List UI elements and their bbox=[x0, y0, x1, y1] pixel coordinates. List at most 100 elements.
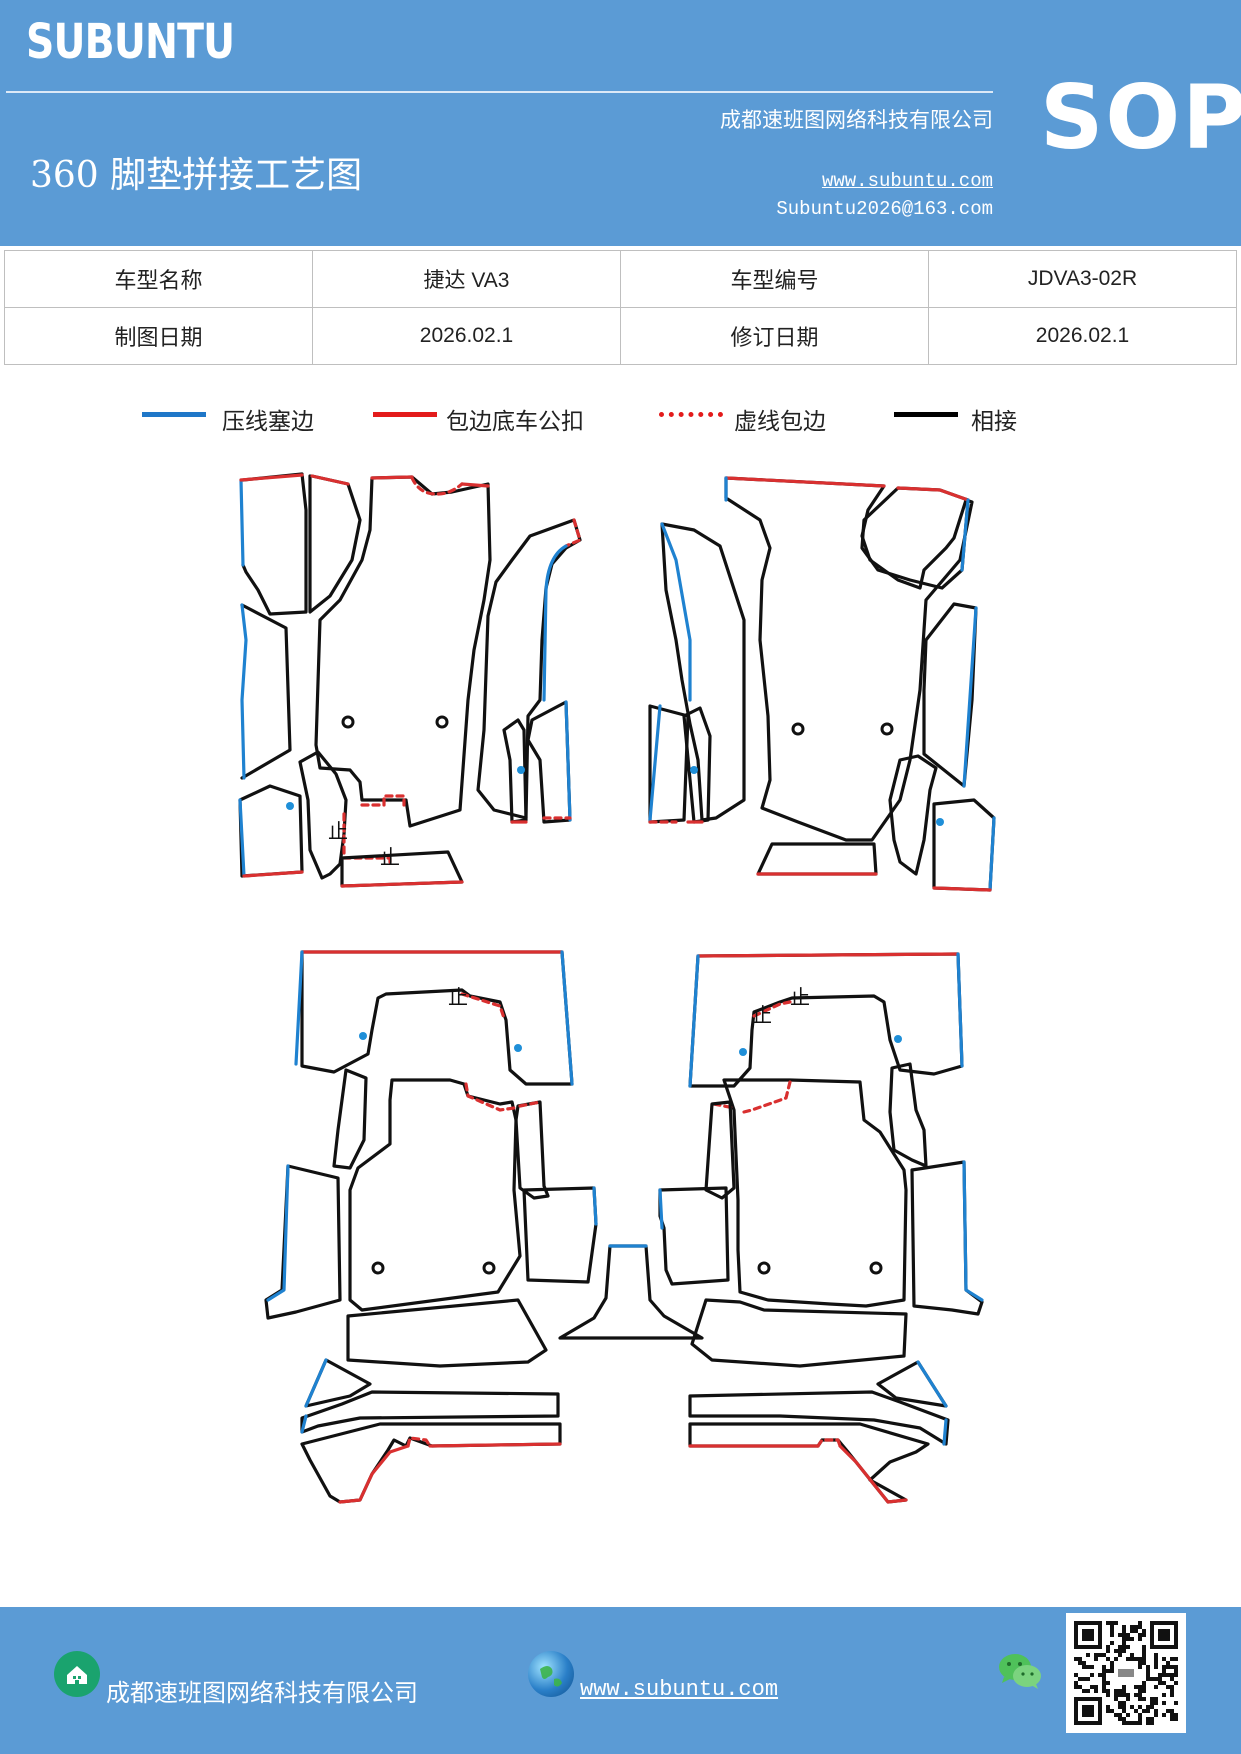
mat-piece bbox=[888, 1062, 928, 1168]
legend: 压线塞边 包边底车公扣 虚线包边 相接 bbox=[0, 400, 1241, 440]
mat-piece bbox=[648, 704, 690, 824]
mat-edge-blue bbox=[238, 798, 246, 878]
mat-piece bbox=[240, 603, 292, 780]
mat-piece bbox=[658, 1186, 730, 1286]
mat-piece bbox=[688, 1422, 930, 1504]
mat-edge-red bbox=[896, 486, 970, 502]
mat-piece bbox=[332, 1068, 368, 1170]
mat-edge-blue bbox=[294, 950, 304, 1066]
mat-edge-blue bbox=[688, 954, 700, 1088]
mat-edge-red bbox=[838, 1444, 908, 1504]
clip-dot bbox=[514, 1044, 522, 1052]
mat-edge-red bbox=[428, 1442, 562, 1448]
clip-dot bbox=[286, 802, 294, 810]
mat-edge-red bbox=[724, 476, 886, 488]
mat-edge-blue bbox=[962, 1160, 984, 1302]
legend-label: 相接 bbox=[971, 409, 1017, 435]
mat-piece bbox=[340, 850, 464, 888]
mat-piece bbox=[238, 784, 304, 878]
mat-piece bbox=[932, 798, 996, 892]
mat-piece bbox=[724, 476, 974, 842]
mat-edge-blue bbox=[560, 950, 574, 1086]
mat-edge-red-dotted bbox=[460, 992, 506, 1020]
stop-mark: 止 bbox=[752, 1003, 772, 1027]
footer-company-name: 成都速班图网络科技有限公司 bbox=[106, 1679, 418, 1707]
mat-piece bbox=[476, 518, 582, 820]
header-divider bbox=[6, 91, 993, 93]
mat-edge-blue bbox=[266, 1164, 290, 1302]
mat-edge-red bbox=[242, 870, 304, 878]
footer-website-link[interactable]: www.subuntu.com bbox=[580, 1677, 779, 1702]
mat-edge-blue bbox=[988, 816, 996, 892]
email-address: Subuntu2026@163.com bbox=[776, 198, 993, 220]
mat-edge-red-dotted bbox=[360, 794, 406, 807]
mat-piece bbox=[241, 472, 308, 616]
mat-edge-blue bbox=[239, 478, 245, 567]
hole-marker bbox=[791, 722, 805, 736]
clip-dot bbox=[517, 766, 525, 774]
model-code-label: 车型编号 bbox=[620, 250, 929, 308]
mat-edge-blue bbox=[962, 606, 978, 788]
draw-date-value: 2026.02.1 bbox=[312, 307, 621, 365]
mat-piece bbox=[522, 1186, 598, 1284]
mat-piece bbox=[526, 700, 572, 824]
mat-edge-blue bbox=[660, 522, 692, 702]
footer-banner: 成都速班图网络科技有限公司 www.subuntu.com bbox=[0, 1607, 1241, 1754]
model-name-label: 车型名称 bbox=[4, 250, 313, 308]
mat-edge-red bbox=[239, 473, 304, 482]
page-title: 360 脚垫拼接工艺图 bbox=[30, 155, 363, 196]
mat-piece bbox=[682, 706, 712, 824]
mat-piece bbox=[558, 1244, 704, 1340]
mat-piece bbox=[514, 1100, 550, 1200]
legend-black-line bbox=[894, 412, 958, 417]
legend-red-line bbox=[373, 412, 437, 417]
hole-marker bbox=[757, 1261, 771, 1275]
rear-left-mat-group: 止 bbox=[264, 950, 598, 1504]
mat-edge-blue bbox=[658, 1188, 664, 1230]
mat-edge-red-dotted bbox=[564, 518, 582, 548]
mat-edge-blue bbox=[592, 1186, 598, 1226]
model-code-value: JDVA3-02R bbox=[928, 250, 1237, 308]
mat-piece bbox=[308, 474, 362, 614]
clip-dot bbox=[739, 1048, 747, 1056]
wechat-icon[interactable] bbox=[996, 1651, 1044, 1693]
revision-date-label: 修订日期 bbox=[620, 307, 929, 365]
clip-dot bbox=[936, 818, 944, 826]
header-banner: SUBUNTU 成都速班图网络科技有限公司 360 脚垫拼接工艺图 www.su… bbox=[0, 0, 1241, 246]
rear-right-mat-group: 止 止 bbox=[658, 952, 984, 1504]
mat-edge-blue bbox=[956, 952, 964, 1068]
mat-edge-red bbox=[696, 952, 960, 958]
floor-mat-diagram: 止 止 止 bbox=[238, 472, 996, 1504]
mat-piece bbox=[348, 1078, 522, 1312]
model-name-value: 捷达 VA3 bbox=[312, 250, 621, 308]
mat-edge-blue bbox=[240, 603, 248, 780]
website-link[interactable]: www.subuntu.com bbox=[821, 170, 993, 192]
mat-piece bbox=[660, 522, 746, 822]
front-right-mat-group bbox=[648, 476, 996, 892]
mat-piece bbox=[756, 842, 878, 876]
mat-piece bbox=[704, 1100, 736, 1200]
stop-mark: 止 bbox=[380, 845, 400, 869]
hole-marker bbox=[880, 722, 894, 736]
mat-edge-blue bbox=[648, 704, 662, 822]
mat-edge-red bbox=[338, 1444, 410, 1504]
clip-dot bbox=[894, 1035, 902, 1043]
table-row: 车型名称 捷达 VA3 车型编号 JDVA3-02R bbox=[4, 250, 1237, 308]
hole-marker bbox=[341, 715, 355, 729]
draw-date-label: 制图日期 bbox=[4, 307, 313, 365]
mat-piece bbox=[346, 1298, 548, 1368]
mat-piece bbox=[300, 1390, 560, 1434]
home-icon bbox=[54, 1651, 100, 1697]
hole-marker bbox=[371, 1261, 385, 1275]
mat-edge-blue bbox=[304, 1358, 328, 1408]
mat-edge-red bbox=[340, 880, 464, 888]
legend-label: 压线塞边 bbox=[222, 409, 314, 435]
mat-edge-blue bbox=[960, 498, 970, 572]
mat-edge-red bbox=[932, 886, 992, 892]
legend-dotted-line bbox=[659, 412, 723, 417]
revision-date-value: 2026.02.1 bbox=[928, 307, 1237, 365]
stop-mark: 止 bbox=[448, 985, 468, 1009]
mat-edge-red-dotted bbox=[410, 476, 464, 496]
globe-icon bbox=[528, 1651, 574, 1697]
mat-piece bbox=[690, 1298, 908, 1368]
